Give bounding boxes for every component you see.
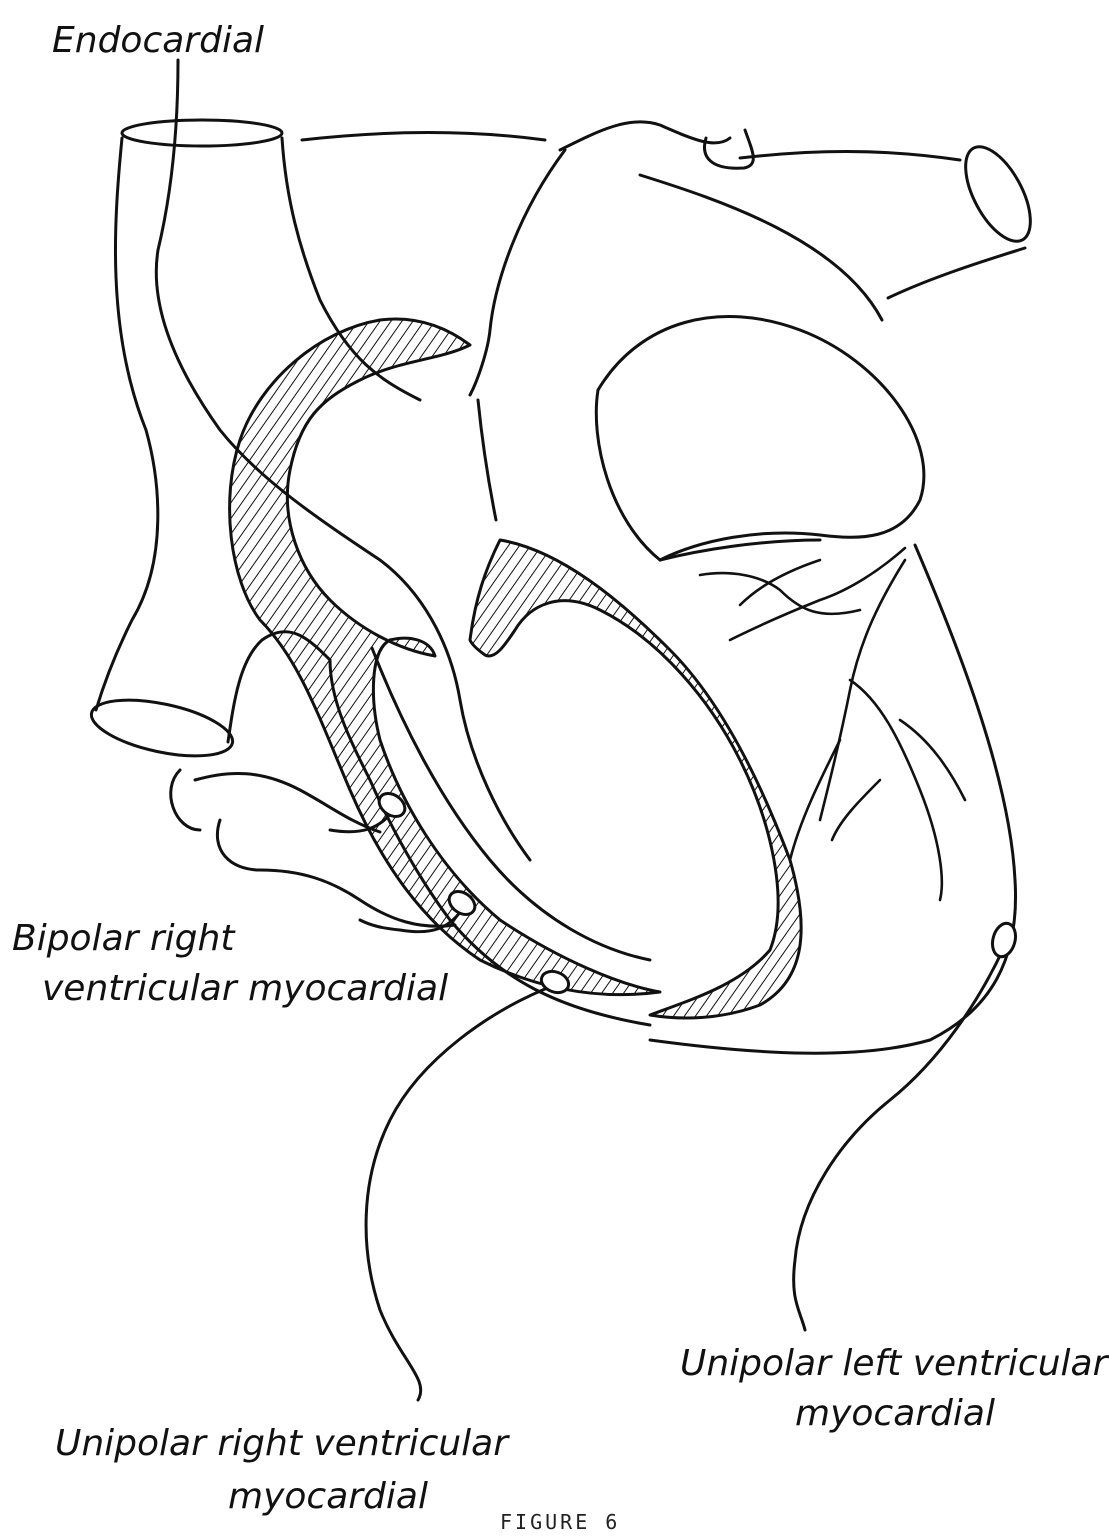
- label-unipolar-lv-line2: myocardial: [795, 1393, 995, 1434]
- left-atrium: [478, 317, 924, 561]
- figure-caption: FIGURE 6: [500, 1510, 620, 1531]
- unipolar-lv-lead: [794, 945, 1005, 1330]
- coronary-arteries: [700, 548, 965, 900]
- rv-cavity-line: [372, 648, 650, 960]
- label-bipolar-line1: Bipolar right: [12, 918, 236, 959]
- label-unipolar-lv-line1: Unipolar left ventricular: [680, 1343, 1109, 1384]
- ventricle-epicardium: [650, 540, 1016, 1053]
- label-bipolar-line2: ventricular myocardial: [42, 968, 448, 1009]
- unipolar-rv-lead: [366, 985, 555, 1400]
- label-unipolar-rv-line2: myocardial: [228, 1476, 428, 1517]
- label-unipolar-rv-line1: Unipolar right ventricular: [55, 1423, 510, 1464]
- label-endocardial: Endocardial: [52, 20, 264, 61]
